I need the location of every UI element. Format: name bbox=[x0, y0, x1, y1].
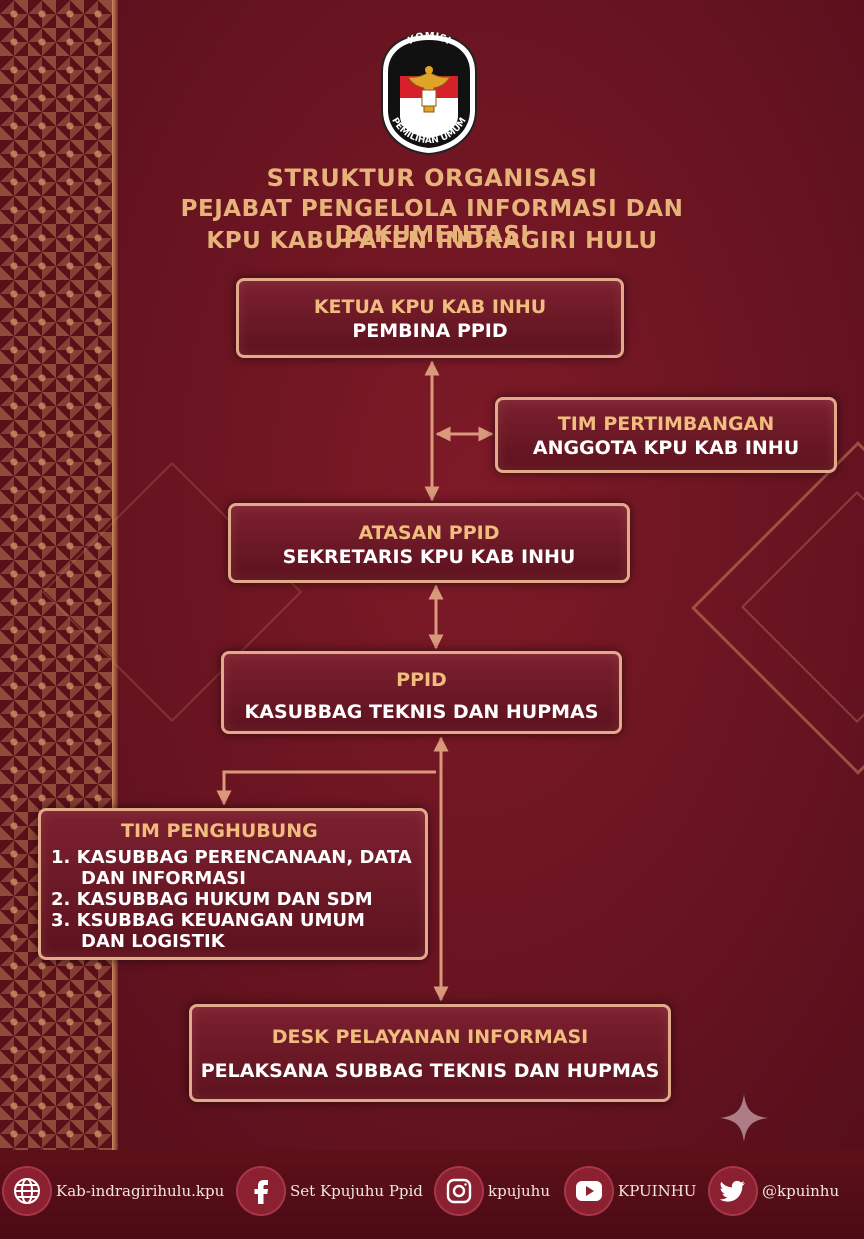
list-item: 2. KASUBBAG HUKUM DAN SDM bbox=[51, 889, 373, 910]
instagram-icon bbox=[436, 1168, 482, 1214]
node-tim-pertimbangan: TIM PERTIMBANGAN ANGGOTA KPU KAB INHU bbox=[495, 397, 837, 473]
node-penghubung-list: 1. KASUBBAG PERENCANAAN, DATA DAN INFORM… bbox=[51, 847, 415, 952]
social-label-instagram: kpujuhu bbox=[488, 1182, 550, 1200]
kpu-logo: KOMISI PEMILIHAN UMUM bbox=[381, 32, 477, 156]
page-title-line3: KPU KABUPATEN INDRAGIRI HULU bbox=[206, 228, 658, 254]
node-pertimbangan-subtitle: ANGGOTA KPU KAB INHU bbox=[532, 437, 800, 459]
logo-top-text: KOMISI bbox=[406, 32, 452, 47]
social-label-youtube: KPUINHU bbox=[618, 1182, 697, 1200]
node-ppid-subtitle: KASUBBAG TEKNIS DAN HUPMAS bbox=[244, 701, 599, 723]
social-instagram[interactable]: kpujuhu bbox=[436, 1166, 550, 1216]
page-title-line1: STRUKTUR ORGANISASI bbox=[266, 164, 598, 192]
node-pembina-ppid: KETUA KPU KAB INHU PEMBINA PPID bbox=[236, 278, 624, 358]
page-title-line2: PEJABAT PENGELOLA INFORMASI DAN DOKUMENT… bbox=[180, 196, 684, 248]
node-penghubung-title: TIM PENGHUBUNG bbox=[121, 820, 318, 842]
node-ppid-title: PPID bbox=[396, 669, 447, 691]
node-pertimbangan-title: TIM PERTIMBANGAN bbox=[557, 413, 775, 435]
list-item: 1. KASUBBAG PERENCANAAN, DATA DAN INFORM… bbox=[51, 847, 412, 889]
twitter-icon bbox=[710, 1168, 756, 1214]
node-atasan-ppid: ATASAN PPID SEKRETARIS KPU KAB INHU bbox=[228, 503, 630, 583]
node-pembina-title: KETUA KPU KAB INHU bbox=[313, 296, 547, 318]
list-item: 3. KSUBBAG KEUANGAN UMUM DAN LOGISTIK bbox=[51, 910, 365, 952]
social-facebook[interactable]: Set Kpujuhu Ppid bbox=[238, 1166, 423, 1216]
node-atasan-title: ATASAN PPID bbox=[358, 522, 500, 544]
node-desk-subtitle: PELAKSANA SUBBAG TEKNIS DAN HUPMAS bbox=[200, 1060, 660, 1082]
social-label-twitter: @kpuinhu bbox=[762, 1182, 840, 1200]
node-desk-title: DESK PELAYANAN INFORMASI bbox=[271, 1026, 589, 1048]
songket-border-edge bbox=[112, 0, 118, 1150]
globe-icon bbox=[4, 1168, 50, 1214]
social-label-facebook: Set Kpujuhu Ppid bbox=[290, 1182, 423, 1200]
youtube-icon bbox=[566, 1168, 612, 1214]
social-twitter[interactable]: @kpuinhu bbox=[710, 1166, 839, 1216]
node-pembina-subtitle: PEMBINA PPID bbox=[352, 320, 508, 342]
connector-ppid-penghubung bbox=[216, 770, 436, 806]
node-tim-penghubung: TIM PENGHUBUNG 1. KASUBBAG PERENCANAAN, … bbox=[38, 808, 428, 960]
node-atasan-subtitle: SEKRETARIS KPU KAB INHU bbox=[282, 546, 576, 568]
node-desk-pelayanan: DESK PELAYANAN INFORMASI PELAKSANA SUBBA… bbox=[189, 1004, 671, 1102]
social-label-website: Kab-indragirihulu.kpu bbox=[56, 1182, 225, 1200]
node-ppid: PPID KASUBBAG TEKNIS DAN HUPMAS bbox=[221, 651, 622, 734]
facebook-icon bbox=[238, 1168, 284, 1214]
sparkle-icon bbox=[720, 1094, 768, 1142]
social-youtube[interactable]: KPUINHU bbox=[566, 1166, 696, 1216]
svg-text:KOMISI: KOMISI bbox=[406, 32, 452, 47]
social-website[interactable]: Kab-indragirihulu.kpu bbox=[4, 1166, 224, 1216]
